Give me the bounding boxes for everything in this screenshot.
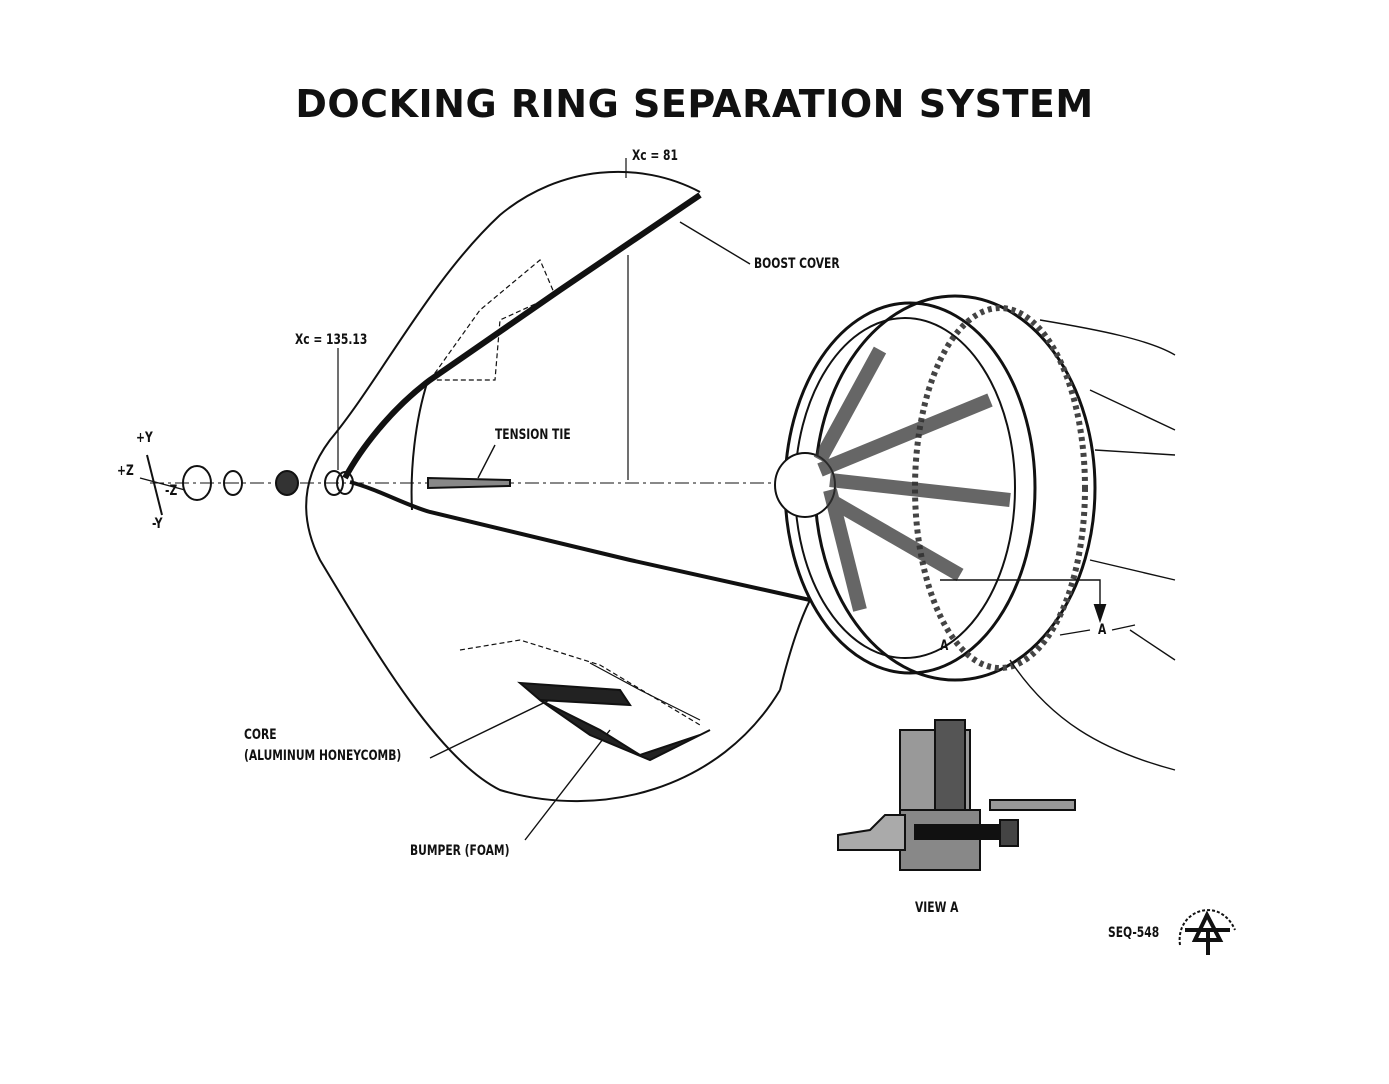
bumper-label: BUMPER (FOAM) [410, 843, 510, 859]
xc-135-label: Xc = 135.13 [295, 332, 368, 348]
boost-cover-edge-bottom [349, 480, 811, 602]
axis-minus-z: -Z [165, 483, 178, 499]
xc-81-label: Xc = 81 [632, 148, 678, 164]
core-honeycomb [517, 681, 632, 707]
tension-tie-part [427, 476, 511, 490]
diagram-title: DOCKING RING SEPARATION SYSTEM [295, 82, 1094, 126]
boost-cover-label: BOOST COVER [754, 256, 840, 272]
core-label: CORE [244, 727, 277, 743]
tension-tie-label: TENSION TIE [495, 427, 571, 443]
section-a-label: A [940, 638, 949, 654]
apollo-logistics-training-logo [1178, 909, 1236, 955]
core-label-detail: (ALUMINUM HONEYCOMB) [244, 748, 402, 764]
view-a-label: VIEW A [915, 900, 959, 916]
axis-plus-y: +Y [136, 430, 153, 446]
section-a-arrow-label: A [1098, 622, 1107, 638]
axis-plus-z: +Z [117, 463, 134, 479]
cutaway-dashed [428, 259, 556, 381]
document-id: SEQ-548 [1108, 925, 1160, 941]
boost-cover-outline [305, 170, 781, 803]
axis-minus-y: -Y [152, 516, 163, 532]
bumper-foam [539, 699, 711, 762]
view-a-detail [837, 719, 1076, 871]
